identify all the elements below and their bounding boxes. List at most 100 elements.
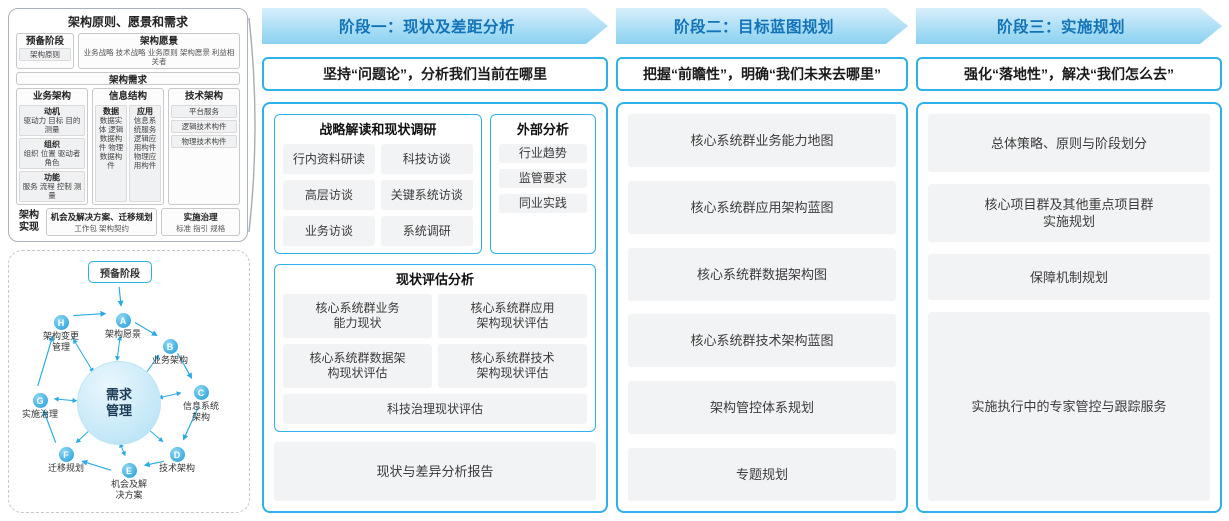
function-box: 功能服务 流程 控制 测量 (19, 171, 85, 202)
phase3-body: 总体策略、原则与阶段划分 核心项目群及其他重点项目群 实施规划 保障机制规划 实… (916, 102, 1222, 513)
technical-architecture-box: 技术架构 平台服务 逻辑技术构件 物理技术构件 (168, 88, 240, 205)
information-structure-title: 信息结构 (108, 91, 147, 102)
phase3-item: 总体策略、原则与阶段划分 (928, 114, 1210, 172)
node-f-label: 迁移规划 (47, 463, 84, 473)
assessment-title: 现状评估分析 (395, 272, 474, 287)
data-title: 数据 (103, 107, 119, 116)
cycle-node-f: F 迁移规划 (38, 447, 94, 474)
phase2-item: 核心系统群应用架构蓝图 (628, 180, 896, 234)
organization-title: 组织 (44, 140, 60, 149)
cycle-node-g: G 实施治理 (12, 393, 68, 420)
brace-connector (248, 17, 256, 233)
organization-items: 组织 位置 驱动者 角色 (23, 149, 81, 167)
node-e-dot: E (121, 463, 137, 478)
organization-box: 组织组织 位置 驱动者 角色 (19, 138, 85, 169)
phase1-header-arrow: 阶段一：现状及差距分析 (262, 8, 608, 44)
cycle-node-prep: 预备阶段 (88, 261, 152, 283)
external-item: 监管要求 (498, 169, 587, 188)
node-d-label: 技术架构 (158, 463, 195, 473)
phase3-item: 保障机制规划 (928, 254, 1210, 300)
data-box: 数据数据实体 逻辑数据构件 物理数据构件 (95, 105, 127, 202)
governance-assessment-item: 科技治理现状评估 (283, 394, 587, 424)
phase2-item: 专题规划 (628, 447, 896, 501)
phase1-body: 战略解读和现状调研 行内资料研读 科技访谈 高层访谈 关键系统访谈 业务访谈 系… (262, 102, 608, 513)
phase1-subtitle: 坚持“问题论”，分析我们当前在哪里 (262, 57, 608, 91)
phase3-item: 核心项目群及其他重点项目群 实施规划 (928, 184, 1210, 242)
data-items: 数据实体 逻辑数据构件 物理数据构件 (98, 116, 124, 170)
phase2-item: 核心系统群业务能力地图 (628, 114, 896, 167)
cycle-node-h: H 架构变更管理 (41, 315, 81, 352)
business-architecture-title: 业务架构 (32, 91, 71, 102)
technical-architecture-title: 技术架构 (184, 91, 223, 102)
implementation-governance-items: 标准 指引 规格 (176, 224, 226, 233)
logical-tech-component-item: 逻辑技术构件 (171, 120, 237, 133)
phase2-header-label: 阶段二：目标蓝图规划 (673, 19, 834, 36)
cycle-node-c: C 信息系统架构 (180, 385, 222, 422)
function-items: 服务 流程 控制 测量 (22, 182, 82, 200)
node-a-label: 架构愿景 (104, 329, 141, 339)
opportunities-migration-items: 工作包 架构契约 (74, 224, 129, 233)
implementation-governance-box: 实施治理 标准 指引 规格 (161, 208, 240, 236)
phase2-item: 核心系统群技术架构蓝图 (628, 314, 896, 368)
phase1-research-row: 战略解读和现状调研 行内资料研读 科技访谈 高层访谈 关键系统访谈 业务访谈 系… (274, 114, 596, 254)
assessment-grid: 核心系统群业务 能力现状 核心系统群应用 架构现状评估 核心系统群数据架 构现状… (283, 294, 587, 388)
strategy-research-group: 战略解读和现状调研 行内资料研读 科技访谈 高层访谈 关键系统访谈 业务访谈 系… (274, 114, 482, 254)
external-item: 行业趋势 (498, 144, 587, 163)
research-item: 高层访谈 (283, 180, 375, 210)
cycle-node-b: B 业务架构 (142, 339, 198, 366)
phase3-item: 实施执行中的专家管控与跟踪服务 (928, 312, 1210, 501)
function-title: 功能 (44, 173, 60, 182)
external-item: 同业实践 (498, 194, 587, 213)
external-analysis-title: 外部分析 (516, 122, 569, 137)
adm-cycle-panel: 预备阶段 A 架构愿景 B 业务架构 C 信息系统架构 D 技术架构 E 机会及… (8, 250, 250, 513)
information-structure-box: 信息结构 数据数据实体 逻辑数据构件 物理数据构件 应用信息系统服务 逻辑应用构… (92, 88, 164, 205)
phase3-subtitle-label: 强化“落地性”，解决“我们怎么去” (964, 66, 1174, 82)
research-item: 系统调研 (380, 216, 473, 246)
phase3-subtitle: 强化“落地性”，解决“我们怎么去” (916, 57, 1222, 91)
external-analysis-group: 外部分析 行业趋势 监管要求 同业实践 (489, 114, 596, 254)
node-c-dot: C (193, 385, 209, 400)
phase2-subtitle-label: 把握“前瞻性”，明确“我们未来去哪里” (643, 66, 881, 82)
physical-tech-component-item: 物理技术构件 (171, 135, 237, 148)
business-architecture-box: 业务架构 动机驱动力 目标 目的 测量 组织组织 位置 驱动者 角色 功能服务 … (16, 88, 88, 205)
phase2-item: 架构管控体系规划 (628, 381, 896, 435)
node-g-dot: G (32, 393, 48, 408)
node-h-label: 架构变更管理 (42, 331, 79, 352)
requirements-management-hub: 需求管理 (77, 361, 161, 445)
information-structure-columns: 数据数据实体 逻辑数据构件 物理数据构件 应用信息系统服务 逻辑应用构件 物理应… (95, 105, 161, 202)
phase2-item: 核心系统群数据架构图 (628, 247, 896, 301)
requirements-management-label: 需求管理 (105, 387, 132, 418)
phase3-header-arrow: 阶段三：实施规划 (916, 8, 1222, 44)
application-items: 信息系统服务 逻辑应用构件 物理应用构件 (133, 116, 157, 170)
implementation-governance-title: 实施治理 (183, 212, 218, 222)
node-e-label: 机会及解决方案 (110, 479, 147, 500)
strategy-research-title: 战略解读和现状调研 (319, 122, 437, 137)
phase1-subtitle-label: 坚持“问题论”，分析我们当前在哪里 (323, 66, 547, 82)
panel-title: 架构原则、愿景和需求 (67, 15, 188, 29)
phase2-header-arrow: 阶段二：目标蓝图规划 (616, 8, 908, 44)
opportunities-migration-box: 机会及解决方案、迁移规划 工作包 架构契约 (46, 208, 158, 236)
node-a-dot: A (115, 313, 131, 328)
platform-services-item: 平台服务 (171, 105, 237, 118)
node-b-label: 业务架构 (151, 355, 188, 365)
node-d-dot: D (169, 447, 185, 462)
node-g-label: 实施治理 (21, 409, 58, 419)
prep-phase-title: 预备阶段 (25, 36, 64, 47)
cycle-node-e: E 机会及解决方案 (109, 463, 149, 500)
architecture-realization-label: 架构实现 (19, 210, 39, 233)
node-f-dot: F (58, 447, 74, 462)
research-item: 科技访谈 (380, 144, 473, 174)
architecture-realization-row: 架构实现 机会及解决方案、迁移规划 工作包 架构契约 实施治理 标准 指引 规格 (16, 208, 240, 236)
architecture-vision-title: 架构愿景 (139, 36, 178, 47)
motivation-title: 动机 (44, 107, 60, 116)
cycle-node-a: A 架构愿景 (95, 313, 151, 340)
phase3-column: 阶段三：实施规划 强化“落地性”，解决“我们怎么去” 总体策略、原则与阶段划分 … (916, 8, 1222, 513)
strategy-research-grid: 行内资料研读 科技访谈 高层访谈 关键系统访谈 业务访谈 系统调研 (283, 144, 473, 246)
cycle-node-d: D 技术架构 (149, 447, 205, 474)
research-item: 行内资料研读 (283, 144, 375, 174)
domain-architectures-row: 业务架构 动机驱动力 目标 目的 测量 组织组织 位置 驱动者 角色 功能服务 … (16, 88, 240, 205)
phase2-subtitle: 把握“前瞻性”，明确“我们未来去哪里” (616, 57, 908, 91)
motivation-box: 动机驱动力 目标 目的 测量 (19, 105, 85, 136)
prep-phase-item: 架构原则 (19, 48, 71, 61)
